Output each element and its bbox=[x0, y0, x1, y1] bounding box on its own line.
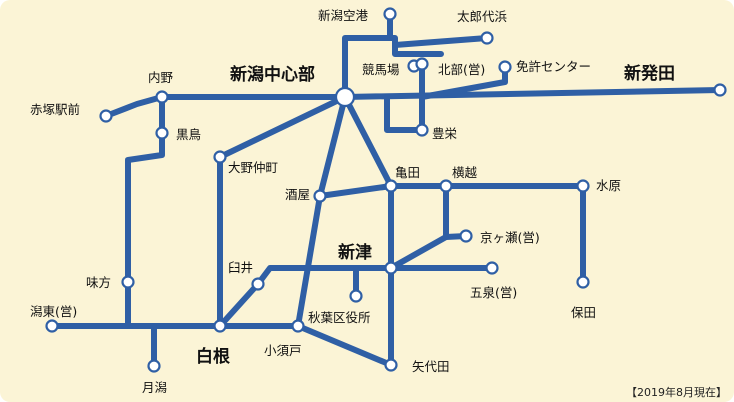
label-yashirode: 矢代田 bbox=[412, 359, 450, 374]
label-akiha-ward: 秋葉区役所 bbox=[308, 310, 371, 325]
label-hokubu: 北部(営) bbox=[438, 62, 485, 77]
stops bbox=[45, 7, 727, 373]
label-akatsuka: 赤塚駅前 bbox=[30, 102, 80, 117]
stop-toyosaka bbox=[415, 123, 429, 137]
route-uchino-kuroshima bbox=[125, 94, 165, 329]
label-toyosaka: 豊栄 bbox=[432, 126, 458, 141]
route-shirone-gosen bbox=[217, 265, 495, 329]
stop-ono-nakamachi bbox=[213, 150, 227, 164]
stop-ajikata bbox=[121, 275, 135, 289]
label-kuroshima: 黒鳥 bbox=[176, 127, 201, 142]
as-of-label: 【2019年8月現在】 bbox=[626, 385, 727, 399]
stop-niigata-airport bbox=[383, 7, 397, 21]
label-kameda: 亀田 bbox=[395, 165, 420, 180]
stop-kozudo bbox=[291, 319, 305, 333]
stop-kyogase bbox=[459, 229, 473, 243]
route-keibajo-stub bbox=[392, 42, 444, 57]
label-niigata-center: 新潟中心部 bbox=[230, 64, 315, 85]
stop-katahigashi bbox=[45, 319, 59, 333]
stop-sakaya bbox=[313, 189, 327, 203]
stop-usui bbox=[251, 277, 265, 291]
stop-tsukigata bbox=[147, 359, 161, 373]
stop-taro-daisho bbox=[480, 31, 494, 45]
stop-menkyo bbox=[498, 60, 512, 74]
label-sakaya: 酒屋 bbox=[285, 187, 310, 202]
label-uchino: 内野 bbox=[148, 70, 174, 85]
stop-yasuda bbox=[576, 275, 590, 289]
stop-yokogoshi bbox=[439, 179, 453, 193]
stop-niigata-center bbox=[334, 86, 356, 108]
label-tsukigata: 月潟 bbox=[142, 380, 167, 395]
label-yokogoshi: 横越 bbox=[452, 165, 478, 180]
route-niitsu-kyogase bbox=[388, 234, 449, 271]
stop-shibata bbox=[713, 83, 727, 97]
stop-akatsuka bbox=[99, 109, 113, 123]
route-center-ono bbox=[217, 94, 348, 160]
label-taro-daisho: 太郎代浜 bbox=[457, 9, 507, 24]
label-kozudo: 小須戸 bbox=[264, 343, 302, 358]
route-airport-taro bbox=[342, 35, 490, 100]
stop-hokubu bbox=[415, 57, 429, 71]
route-center-kameda bbox=[342, 94, 394, 189]
stop-uchino bbox=[155, 90, 169, 104]
label-kyogase: 京ヶ瀬(営) bbox=[480, 230, 540, 245]
label-usui: 臼井 bbox=[228, 260, 253, 275]
label-ono-nakamachi: 大野仲町 bbox=[228, 160, 278, 175]
route-sakaya-mizuhara bbox=[317, 183, 586, 285]
label-ajikata: 味方 bbox=[86, 275, 111, 290]
stop-kameda bbox=[384, 179, 398, 193]
label-shirone: 白根 bbox=[196, 346, 230, 367]
label-keibajo: 競馬場 bbox=[362, 62, 400, 77]
stop-gosen bbox=[485, 261, 499, 275]
stop-yashirode bbox=[384, 358, 398, 372]
label-yasuda: 保田 bbox=[571, 305, 596, 320]
label-niigata-airport: 新潟空港 bbox=[318, 8, 369, 23]
stop-shirone bbox=[213, 319, 227, 333]
stop-mizuhara bbox=[576, 179, 590, 193]
stop-niitsu bbox=[384, 261, 398, 275]
label-mizuhara: 水原 bbox=[596, 178, 621, 193]
label-katahigashi: 潟東(営) bbox=[30, 304, 77, 319]
label-shibata: 新発田 bbox=[624, 63, 675, 84]
label-menkyo: 免許センター bbox=[516, 59, 591, 74]
label-gosen: 五泉(営) bbox=[470, 285, 517, 300]
stop-kuroshima bbox=[155, 126, 169, 140]
stop-akiha-ward bbox=[349, 289, 363, 303]
label-niitsu: 新津 bbox=[338, 242, 372, 263]
